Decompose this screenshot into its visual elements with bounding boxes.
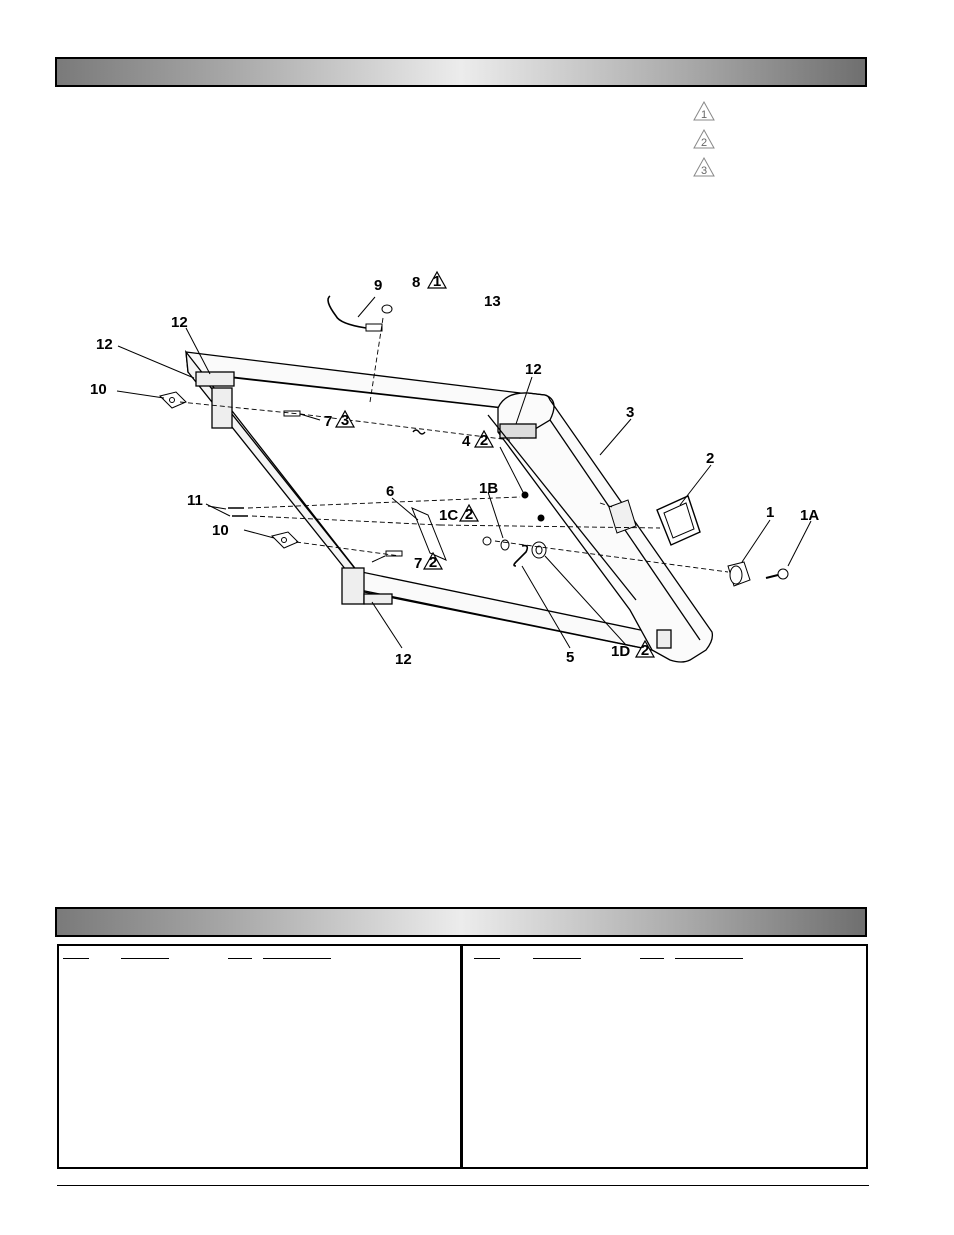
note-flags: 1 3 2 2 2 2 xyxy=(335,271,655,659)
note-flag: 2 xyxy=(641,642,649,659)
note-flag: 3 xyxy=(341,412,349,429)
legend-triangle-3: 3 xyxy=(693,157,715,177)
exploded-parts-diagram: 9 8 13 12 12 10 7 12 3 4 2 11 6 1B 1C 10… xyxy=(90,271,819,668)
callout-7: 7 xyxy=(324,413,332,430)
dashed-assembly-lines xyxy=(179,317,729,573)
callout-12: 12 xyxy=(96,336,113,353)
section-header-bar xyxy=(55,57,867,87)
callout-7: 7 xyxy=(414,555,422,572)
note-flag: 1 xyxy=(433,273,441,290)
col-header-right-description xyxy=(675,948,743,959)
callout-1: 1 xyxy=(766,504,774,521)
callout-1a: 1A xyxy=(800,507,819,524)
callout-8: 8 xyxy=(412,274,420,291)
callout-2: 2 xyxy=(706,450,714,467)
note-flag: 2 xyxy=(480,432,488,449)
legend-num-3: 3 xyxy=(701,165,707,177)
callout-5: 5 xyxy=(566,649,574,666)
callout-1c: 1C xyxy=(439,507,458,524)
callout-12: 12 xyxy=(525,361,542,378)
callout-10: 10 xyxy=(212,522,229,539)
note-flag: 2 xyxy=(429,554,437,571)
table-column-divider xyxy=(460,946,463,1167)
callout-1d: 1D xyxy=(611,643,630,660)
legend-triangle-1: 1 xyxy=(693,101,715,121)
note-flag: 2 xyxy=(465,506,473,523)
callout-3: 3 xyxy=(626,404,634,421)
leader-lines xyxy=(116,296,812,649)
legend-num-1: 1 xyxy=(701,109,707,121)
callout-labels: 9 8 13 12 12 10 7 12 3 4 2 11 6 1B 1C 10… xyxy=(90,274,819,668)
callout-1b: 1B xyxy=(479,480,498,497)
callout-9: 9 xyxy=(374,277,382,294)
legend-num-2: 2 xyxy=(701,137,707,149)
callout-12: 12 xyxy=(171,314,188,331)
col-header-right-part-no xyxy=(533,948,581,959)
frame-drawing xyxy=(185,349,714,663)
col-header-right-item xyxy=(474,948,500,959)
legend-triangle-2: 2 xyxy=(693,129,715,149)
section-header-bar xyxy=(55,907,867,937)
col-header-left-part-no xyxy=(121,948,169,959)
col-header-left-item xyxy=(63,948,89,959)
col-header-left-description xyxy=(263,948,331,959)
callout-12: 12 xyxy=(395,651,412,668)
col-header-right-qty xyxy=(640,948,664,959)
col-header-left-qty xyxy=(228,948,252,959)
parts-list-table xyxy=(57,944,868,1169)
callout-13: 13 xyxy=(484,293,501,310)
hardware-drawing xyxy=(159,295,789,587)
callout-4: 4 xyxy=(462,433,471,450)
callout-10: 10 xyxy=(90,381,107,398)
callout-11: 11 xyxy=(187,492,203,509)
callout-6: 6 xyxy=(386,483,394,500)
footer-rule xyxy=(57,1185,869,1186)
